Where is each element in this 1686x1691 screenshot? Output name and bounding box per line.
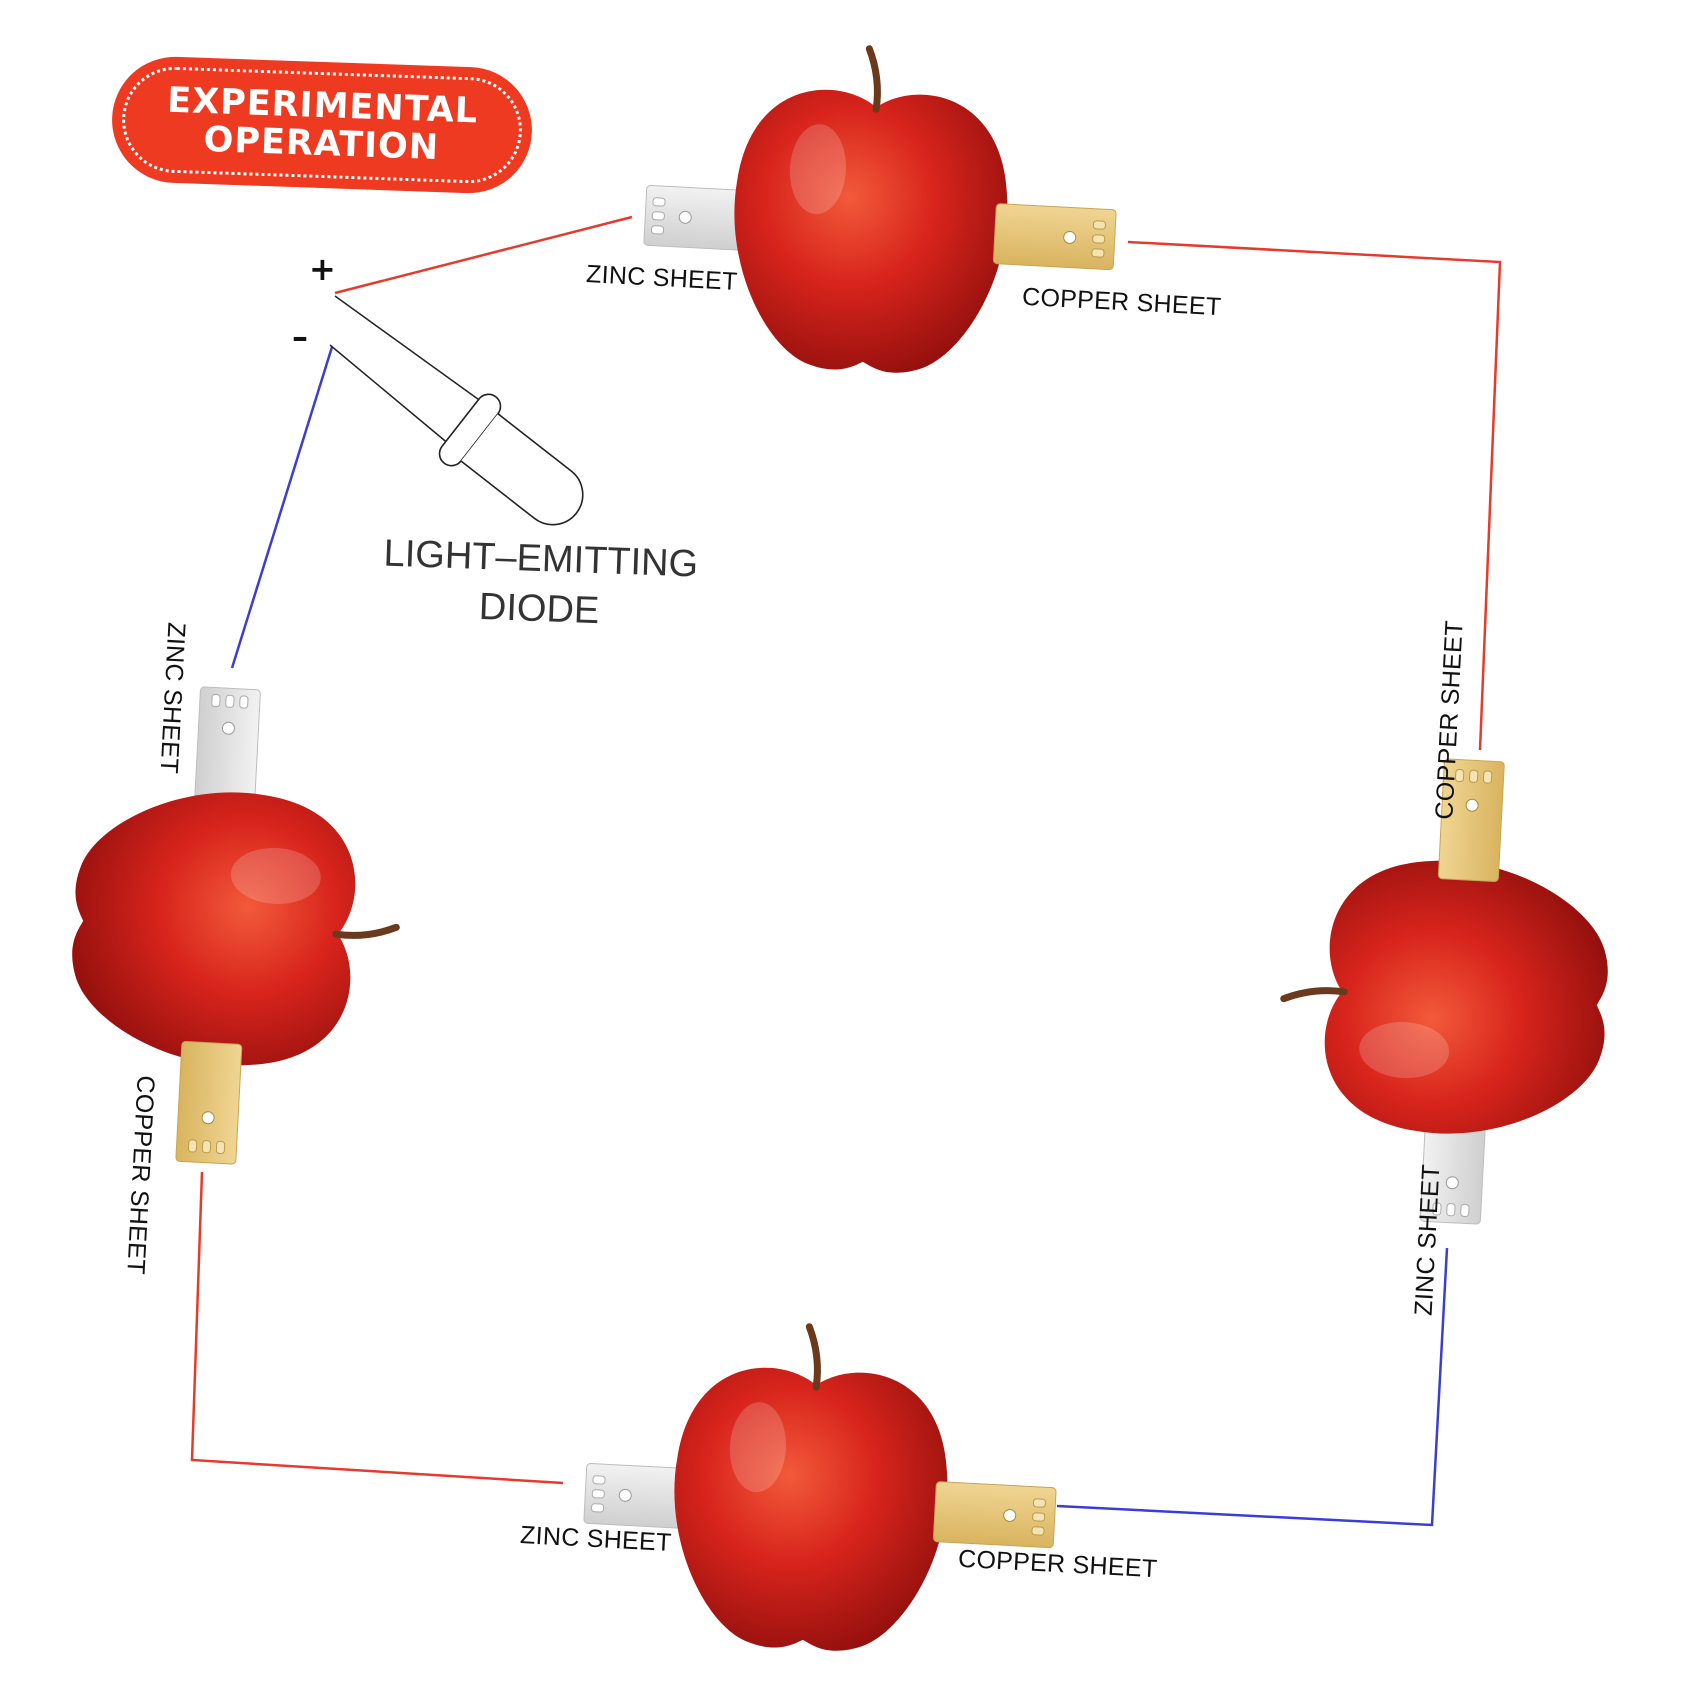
badge-line-2: OPERATION [202,119,440,169]
cell-bottom [583,1315,1057,1661]
led-label: LIGHT–EMITTING DIODE [368,528,711,640]
experimental-operation-badge: EXPERIMENTAL OPERATION [109,54,535,196]
apple-icon [1277,852,1613,1141]
wire-right-zinc-to-bottom-copper [1056,1247,1449,1527]
wire-bottom-zinc-to-left-copper [190,1171,564,1485]
apple-icon [67,784,403,1073]
wire-left-zinc-to-led-minus [230,346,334,669]
led-minus-sign: – [292,318,308,356]
apple-icon [726,42,1015,378]
wires [190,215,1502,1527]
copper-sheet-icon [175,1040,243,1165]
cell-right [1272,758,1618,1225]
copper-sheet-icon [992,203,1117,271]
wire-top-copper-to-right-copper [1127,240,1502,751]
copper-sheet-icon [932,1481,1057,1549]
cell-top [643,37,1117,383]
apple-icon [666,1320,955,1656]
led-icon [329,295,584,526]
cell-left [62,686,409,1165]
wire-led-plus-to-top-zinc [334,215,633,295]
led-plus-sign: + [309,250,336,288]
